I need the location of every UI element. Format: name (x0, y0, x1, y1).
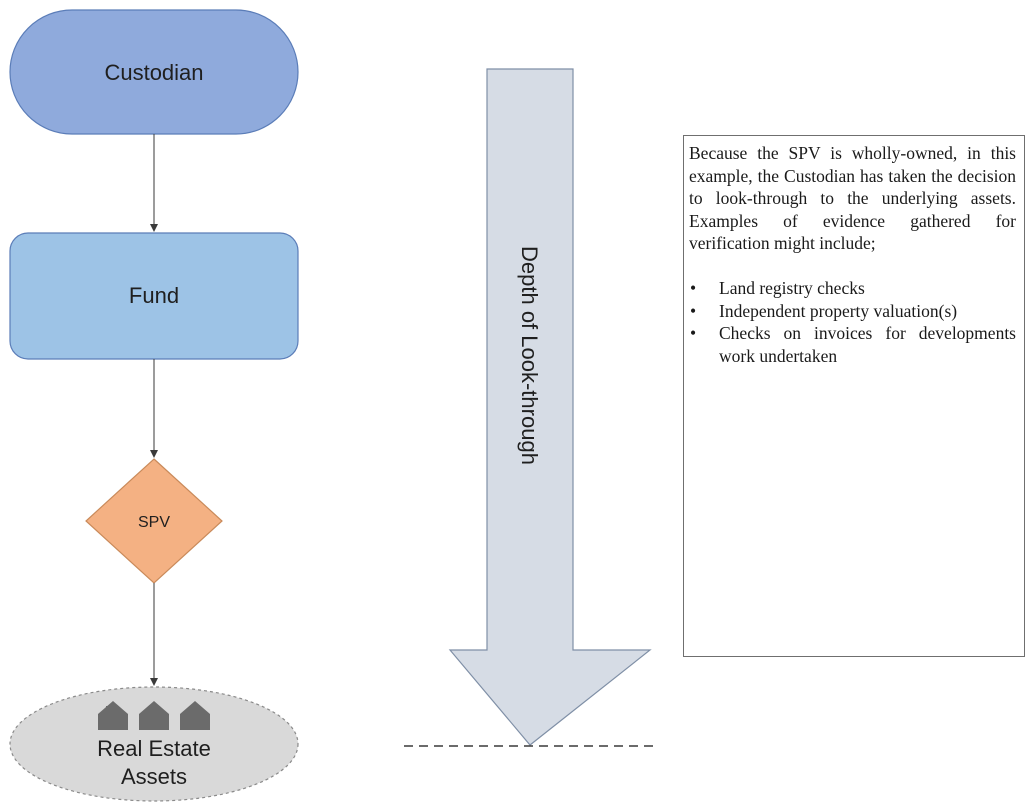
spv-label: SPV (138, 514, 170, 531)
spv-node: SPV (85, 458, 223, 584)
assets-label-line1: Real Estate (97, 736, 211, 761)
custodian-label: Custodian (104, 60, 203, 85)
custodian-node: Custodian (9, 9, 299, 135)
evidence-item-text: Checks on invoices for developments work… (719, 323, 1016, 366)
house-icon (98, 701, 128, 730)
note-paragraph: Because the SPV is wholly-owned, in this… (689, 143, 1016, 254)
depth-arrow: Depth of Look-through (448, 68, 652, 746)
evidence-item: •Land registry checks (690, 277, 865, 298)
assets-label-line2: Assets (121, 764, 187, 789)
house-icon (139, 701, 169, 730)
house-icon (180, 701, 210, 730)
evidence-item: •Independent property valuation(s) (690, 300, 958, 321)
evidence-item-text: Land registry checks (719, 277, 865, 298)
fund-node: Fund (9, 232, 299, 360)
evidence-item-text: Independent property valuation(s) (719, 300, 958, 321)
depth-arrow-label: Depth of Look-through (517, 246, 542, 465)
look-through-note: Because the SPV is wholly-owned, in this… (683, 135, 1025, 657)
evidence-list: •Land registry checks •Independent prope… (689, 277, 1016, 367)
real-estate-assets-node: Real Estate Assets (9, 686, 299, 802)
fund-label: Fund (129, 283, 179, 308)
evidence-item: •Checks on invoices for developments wor… (690, 323, 1016, 366)
